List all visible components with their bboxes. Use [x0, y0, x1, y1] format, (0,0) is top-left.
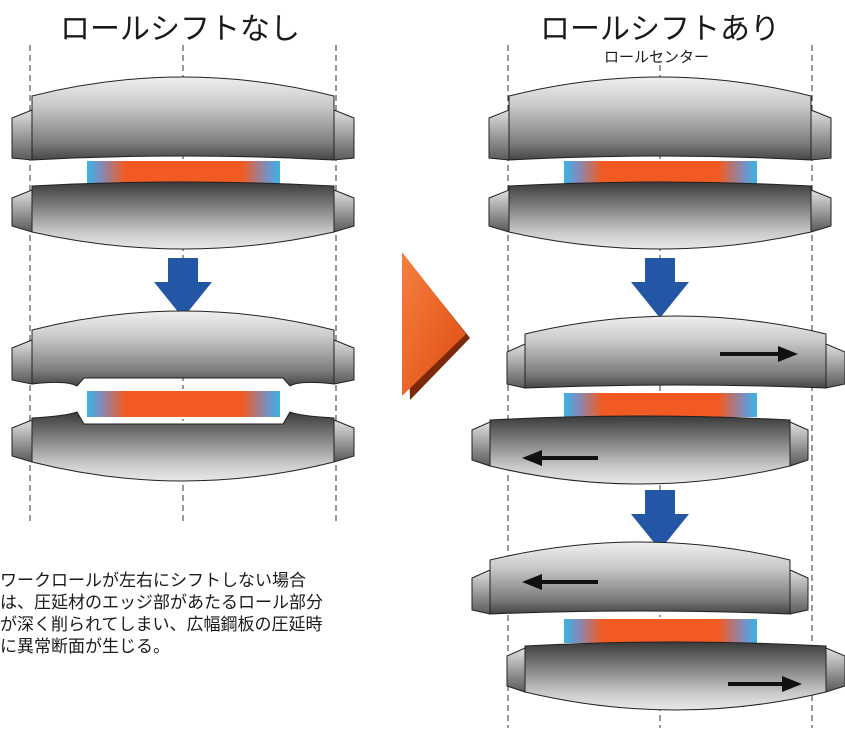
shift-right-arrow-1: [720, 346, 798, 362]
shift-right-arrow-2: [728, 676, 802, 692]
explanation-note: ワークロールが左右にシフトしない場合 は、圧延材のエッジ部があたるロール部分 が…: [0, 570, 410, 658]
note-line: が深く削られてしまい、広幅鋼板の圧延時: [0, 615, 323, 635]
right-slab-3: [562, 617, 759, 645]
right-lower-roll-1: [488, 181, 832, 250]
left-panel-title: ロールシフトなし: [60, 12, 300, 47]
left-upper-roll-2: [11, 310, 355, 387]
right-lower-roll-3-shifted-right: [506, 641, 845, 711]
left-lower-roll-2: [11, 411, 355, 482]
left-flow-arrow: [154, 258, 212, 318]
right-flow-arrow-1: [631, 258, 689, 318]
left-lower-roll-1: [11, 181, 355, 250]
right-upper-roll-3-shifted-left: [471, 541, 809, 615]
right-slab-2: [562, 391, 759, 419]
left-upper-roll-1: [11, 76, 355, 161]
right-upper-roll-1: [488, 76, 832, 161]
note-line: は、圧延材のエッジ部があたるロール部分: [0, 593, 323, 613]
shift-left-arrow-2: [522, 574, 598, 590]
transition-arrow: [402, 252, 470, 400]
note-line: ワークロールが左右にシフトしない場合: [0, 571, 306, 591]
note-line: に異常断面が生じる。: [0, 637, 170, 657]
left-slab-2: [85, 389, 282, 419]
right-upper-roll-2-shifted-right: [506, 315, 845, 389]
right-panel-title: ロールシフトあり: [540, 12, 780, 47]
roll-center-label: ロールセンター: [604, 48, 710, 66]
shift-left-arrow-1: [522, 450, 598, 466]
right-flow-arrow-2: [631, 490, 689, 550]
right-lower-roll-2-shifted-left: [471, 415, 809, 485]
